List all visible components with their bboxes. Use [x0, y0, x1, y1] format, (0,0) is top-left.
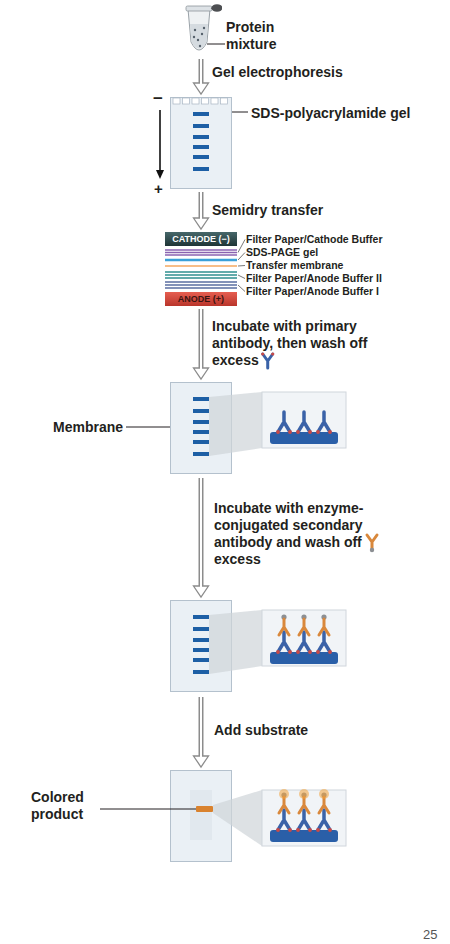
antibody-icon — [261, 352, 274, 368]
step-label: Semidry transfer — [212, 202, 382, 219]
migration-arrow — [156, 110, 164, 179]
anode-band: ANODE (+) — [165, 292, 237, 306]
step-label: Incubate with primary antibody, then was… — [212, 318, 377, 369]
process-arrow — [194, 59, 209, 94]
polarity-sign: + — [154, 180, 168, 197]
step-label: Incubate with enzyme-conjugated secondar… — [214, 500, 369, 568]
leader-line — [207, 44, 225, 45]
process-arrow — [194, 697, 209, 767]
node-label: Membrane — [53, 419, 133, 436]
membrane-panel: Membrane — [170, 382, 232, 474]
layer-label: SDS-PAGE gel — [246, 246, 446, 259]
polarity-sign: − — [153, 90, 167, 107]
layer-label: Filter Paper/Cathode Buffer — [246, 233, 446, 246]
colored-band — [190, 790, 213, 840]
zoom-wedge — [209, 392, 262, 456]
gel-slab: SDS-polyacrylamide gel — [170, 97, 232, 189]
leader-line — [126, 427, 170, 428]
layer-ticks — [238, 240, 245, 292]
page-number: 25 — [423, 926, 449, 943]
protein-bands — [193, 397, 209, 456]
membrane-panel: Colored product — [170, 770, 232, 862]
sample-tube: Protein mixture — [180, 0, 222, 56]
process-arrow — [194, 192, 209, 229]
layer-label: Filter Paper/Anode Buffer I — [246, 285, 446, 298]
process-arrow — [194, 309, 209, 379]
step-label: Add substrate — [214, 722, 374, 739]
leader-line — [100, 809, 196, 810]
layer-label: Transfer membrane — [246, 259, 446, 272]
secondary-antibody-icon — [367, 535, 377, 552]
cathode-band: CATHODE (−) — [165, 232, 237, 246]
leader-line — [232, 112, 248, 113]
process-arrow — [194, 478, 209, 597]
node-label: Protein mixture — [226, 19, 296, 53]
protein-bands — [193, 112, 209, 171]
zoom-inset — [262, 610, 346, 666]
tube-outline — [180, 0, 222, 56]
band-label: ANODE (+) — [165, 292, 237, 306]
node-label: Colored product — [31, 789, 101, 823]
membrane-panel — [171, 601, 232, 692]
node-label: SDS-polyacrylamide gel — [251, 105, 421, 122]
band-label: CATHODE (−) — [165, 232, 237, 246]
layer-label: Filter Paper/Anode Buffer II — [246, 272, 446, 285]
step-label: Gel electrophoresis — [212, 64, 382, 81]
transfer-layers — [165, 250, 237, 288]
zoom-inset — [262, 789, 346, 846]
zoom-wedge — [213, 790, 262, 846]
gel-wells — [173, 98, 228, 104]
zoom-inset — [262, 392, 346, 448]
zoom-wedge — [209, 610, 262, 674]
